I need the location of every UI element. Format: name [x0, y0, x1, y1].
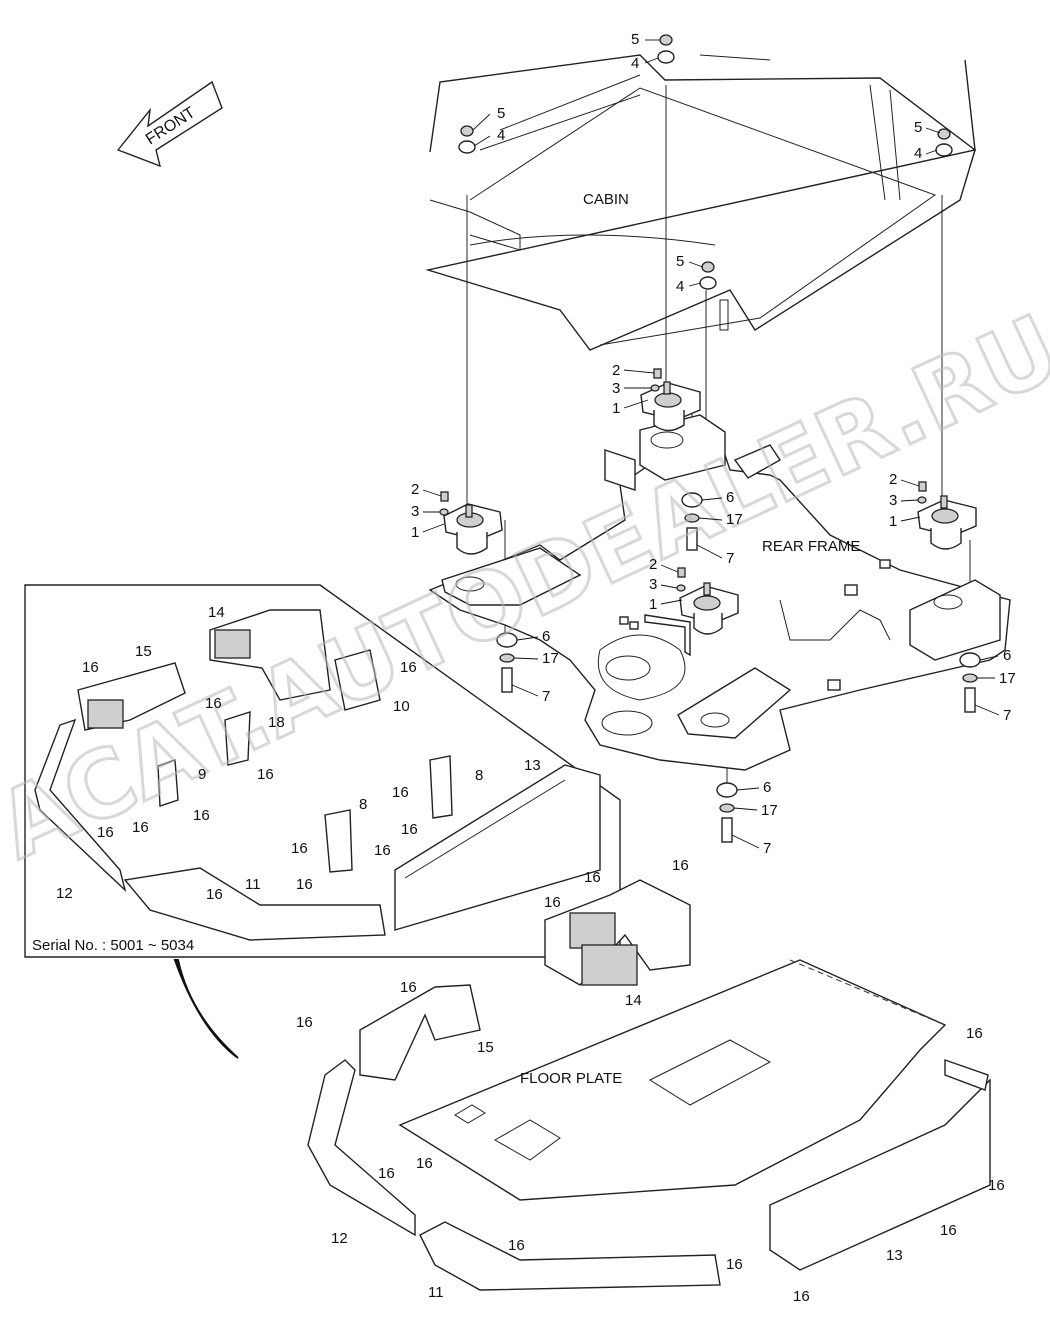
callout-16: 16 [988, 1177, 1005, 1194]
callout-8: 8 [359, 796, 367, 813]
mount-center-top [640, 381, 701, 432]
callout-5: 5 [497, 105, 505, 122]
callout-16: 16 [378, 1165, 395, 1182]
callout-16: 16 [205, 695, 222, 712]
callout-16: 16 [132, 819, 149, 836]
callout-18: 18 [268, 714, 285, 731]
serial-number-label: Serial No. : 5001 ~ 5034 [32, 937, 194, 954]
callout-11: 11 [245, 876, 261, 893]
callout-16: 16 [401, 821, 418, 838]
callout-3: 3 [411, 503, 419, 520]
callout-2: 2 [649, 556, 657, 573]
leader-lines [422, 39, 1000, 849]
callout-16: 16 [374, 842, 391, 859]
callout-16: 16 [291, 840, 308, 857]
callout-4: 4 [914, 145, 922, 162]
callout-6: 6 [763, 779, 771, 796]
callout-6: 6 [542, 628, 550, 645]
callout-16: 16 [392, 784, 409, 801]
callout-16: 16 [82, 659, 99, 676]
callout-5: 5 [631, 31, 639, 48]
front-arrow: FRONT [116, 80, 223, 168]
callout-3: 3 [889, 492, 897, 509]
callout-17: 17 [761, 802, 778, 819]
callout-16: 16 [416, 1155, 433, 1172]
floor-plate-assembly: FLOOR PLATE [307, 879, 991, 1291]
callout-1: 1 [411, 524, 419, 541]
serial-inset: Serial No. : 5001 ~ 5034 [24, 584, 621, 958]
callout-6: 6 [1003, 647, 1011, 664]
callout-16: 16 [544, 894, 561, 911]
callout-7: 7 [1003, 707, 1011, 724]
callout-16: 16 [672, 857, 689, 874]
rear-frame-label: REAR FRAME [762, 538, 860, 555]
callout-1: 1 [612, 400, 620, 417]
callout-16: 16 [193, 807, 210, 824]
callout-17: 17 [999, 670, 1016, 687]
mount-left [443, 503, 503, 555]
callout-8: 8 [475, 767, 483, 784]
callout-16: 16 [966, 1025, 983, 1042]
callout-9: 9 [198, 766, 206, 783]
callout-4: 4 [676, 278, 684, 295]
callout-15: 15 [477, 1039, 494, 1056]
callout-17: 17 [726, 511, 743, 528]
callout-16: 16 [296, 1014, 313, 1031]
mount-right [917, 495, 977, 550]
mount-center [679, 582, 739, 635]
callout-16: 16 [400, 979, 417, 996]
callout-7: 7 [763, 840, 771, 857]
callout-16: 16 [584, 869, 601, 886]
callout-15: 15 [135, 643, 152, 660]
callout-12: 12 [331, 1230, 348, 1247]
callout-12: 12 [56, 885, 73, 902]
callout-10: 10 [393, 698, 410, 715]
callout-16: 16 [726, 1256, 743, 1273]
callout-5: 5 [676, 253, 684, 270]
callout-13: 13 [524, 757, 541, 774]
callout-13: 13 [886, 1247, 903, 1264]
callout-2: 2 [889, 471, 897, 488]
callout-1: 1 [649, 596, 657, 613]
callout-11: 11 [428, 1284, 444, 1301]
callout-3: 3 [649, 576, 657, 593]
callout-16: 16 [508, 1237, 525, 1254]
callout-2: 2 [411, 481, 419, 498]
callout-14: 14 [625, 992, 642, 1009]
callout-4: 4 [497, 127, 505, 144]
callout-14: 14 [208, 604, 225, 621]
callout-16: 16 [296, 876, 313, 893]
callout-4: 4 [631, 55, 639, 72]
callout-16: 16 [940, 1222, 957, 1239]
callout-16: 16 [400, 659, 417, 676]
callout-16: 16 [206, 886, 223, 903]
callout-16: 16 [793, 1288, 810, 1305]
callout-3: 3 [612, 380, 620, 397]
callout-7: 7 [726, 550, 734, 567]
cabin-mount-hardware [458, 34, 953, 290]
callouts: 5 4 5 4 5 4 5 4 2 3 1 2 3 1 6 17 7 2 3 1… [56, 31, 1016, 1305]
callout-16: 16 [257, 766, 274, 783]
cabin-label: CABIN [583, 191, 629, 208]
callout-6: 6 [726, 489, 734, 506]
callout-2: 2 [612, 362, 620, 379]
callout-1: 1 [889, 513, 897, 530]
transition-arrow [173, 959, 239, 1059]
floor-plate-label: FLOOR PLATE [520, 1070, 622, 1087]
callout-17: 17 [542, 650, 559, 667]
callout-16: 16 [97, 824, 114, 841]
cabin: CABIN [425, 54, 977, 351]
bolts-and-washers [439, 368, 981, 843]
callout-7: 7 [542, 688, 550, 705]
callout-5: 5 [914, 119, 922, 136]
